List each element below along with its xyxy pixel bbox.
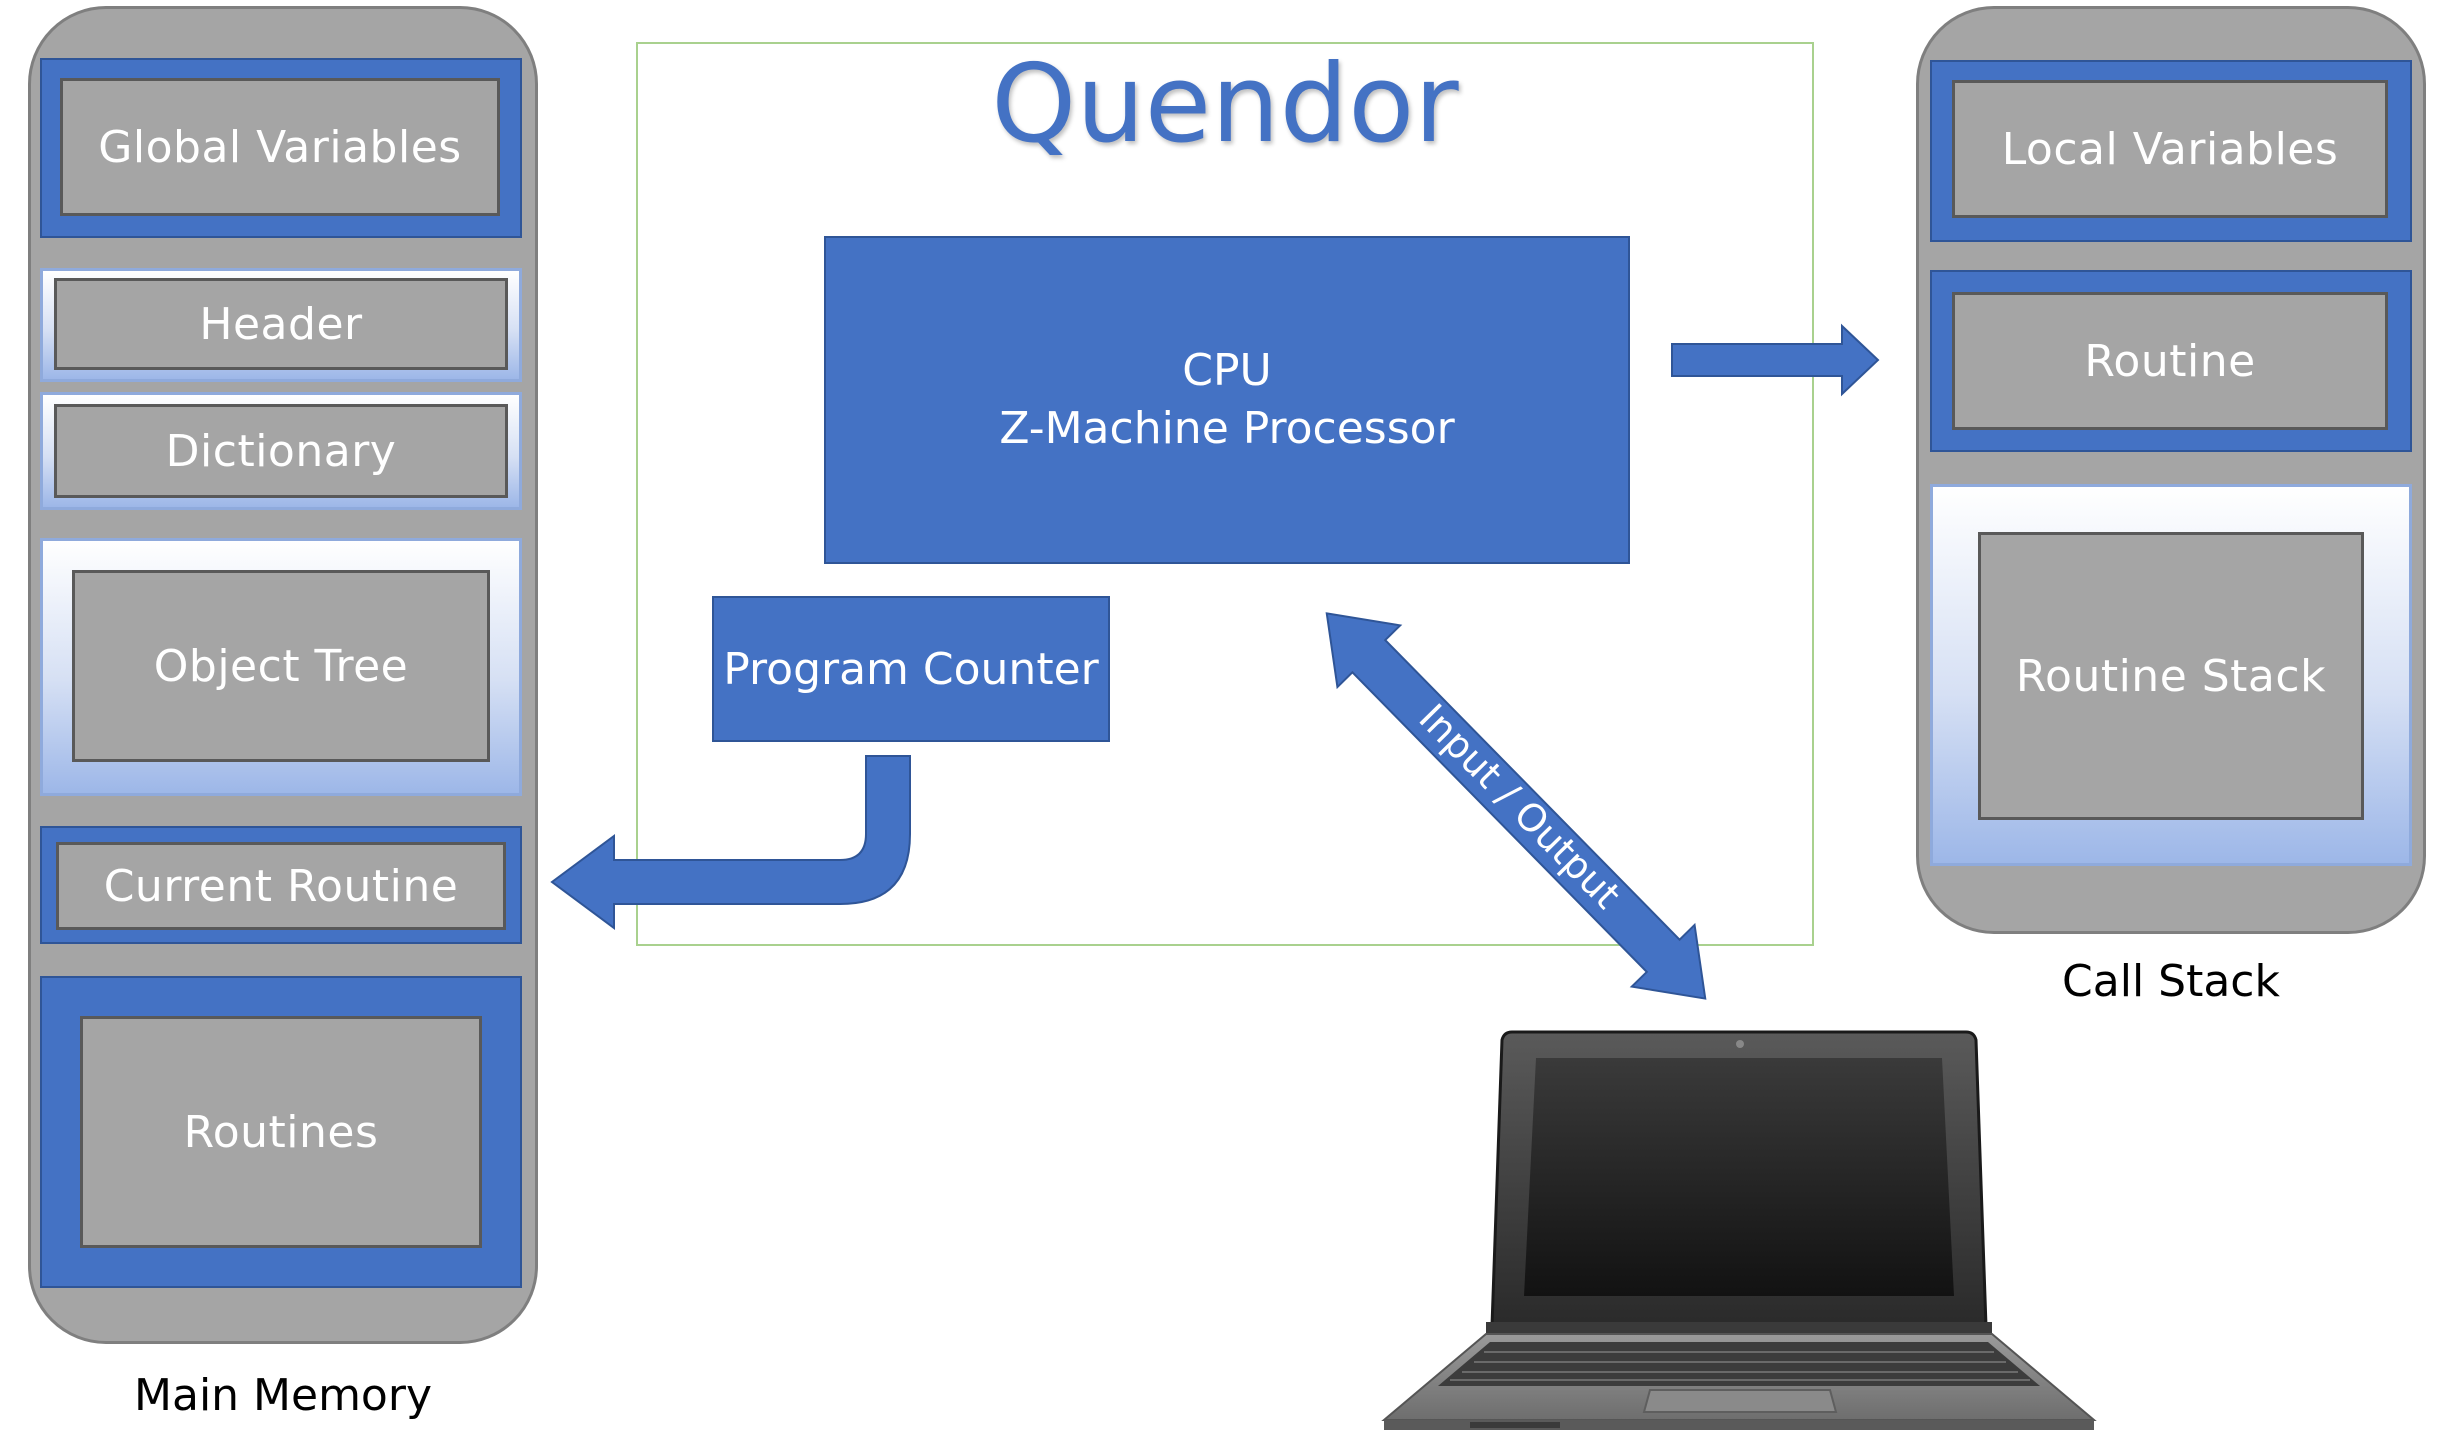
input-output-label: Input / Output	[1410, 695, 1629, 917]
local-variables-box: Local Variables	[1952, 80, 2388, 218]
object-tree-label: Object Tree	[153, 640, 409, 692]
routines-label: Routines	[183, 1106, 379, 1158]
call-stack-caption: Call Stack	[2062, 956, 2280, 1007]
laptop-icon	[1381, 1030, 2097, 1430]
current-routine-label: Current Routine	[103, 860, 459, 912]
program-counter-label: Program Counter	[723, 643, 1099, 695]
global-variables-label: Global Variables	[98, 121, 462, 173]
local-variables-label: Local Variables	[2001, 123, 2339, 175]
cpu-to-call-stack-arrow	[1671, 323, 1880, 397]
quendor-frame	[636, 42, 1814, 946]
input-output-arrow	[1325, 612, 1707, 1000]
main-memory-caption: Main Memory	[134, 1370, 432, 1421]
routine-box: Routine	[1952, 292, 2388, 430]
cpu-box: CPU Z-Machine Processor	[824, 236, 1630, 564]
dictionary-box: Dictionary	[54, 404, 508, 498]
cpu-label: CPU	[1182, 345, 1272, 396]
routine-label: Routine	[2084, 335, 2256, 387]
program-counter-box: Program Counter	[712, 596, 1110, 742]
object-tree-box: Object Tree	[72, 570, 490, 762]
routines-box: Routines	[80, 1016, 482, 1248]
cpu-subtitle: Z-Machine Processor	[999, 403, 1455, 454]
current-routine-box: Current Routine	[56, 842, 506, 930]
quendor-title: Quendor	[991, 42, 1459, 167]
header-box: Header	[54, 278, 508, 370]
dictionary-label: Dictionary	[165, 425, 397, 477]
header-label: Header	[199, 298, 363, 350]
global-variables-box: Global Variables	[60, 78, 500, 216]
routine-stack-label: Routine Stack	[2015, 650, 2327, 702]
program-counter-to-memory-arrow	[550, 755, 911, 930]
routine-stack-box: Routine Stack	[1978, 532, 2364, 820]
